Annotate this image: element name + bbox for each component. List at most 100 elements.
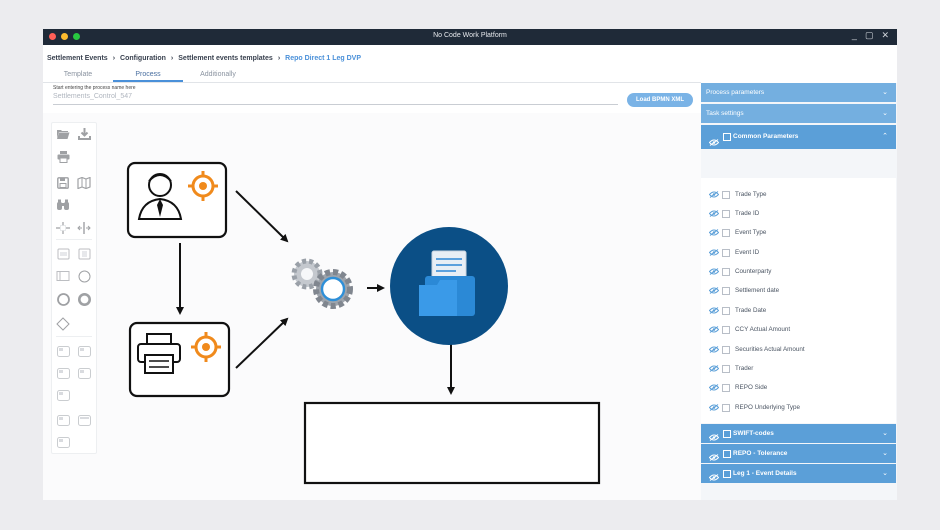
- parameter-label: REPO Side: [735, 384, 768, 391]
- leg1-event-details-header[interactable]: Leg 1 - Event Details ⌄: [701, 464, 896, 483]
- list-item[interactable]: Counterparty: [701, 265, 896, 279]
- tab-process[interactable]: Process: [113, 69, 183, 82]
- parameter-label: Securities Actual Amount: [735, 346, 805, 353]
- process-name-hint: Start entering the process name here: [53, 85, 136, 91]
- list-item[interactable]: Settlement date: [701, 284, 896, 298]
- printer-icon: [137, 333, 181, 374]
- print-task-card[interactable]: [128, 321, 231, 398]
- eye-off-icon[interactable]: [708, 133, 720, 157]
- checkbox[interactable]: [722, 404, 730, 412]
- checkbox[interactable]: [722, 384, 730, 392]
- eye-off-icon[interactable]: [708, 191, 720, 200]
- eye-off-icon[interactable]: [708, 326, 720, 335]
- eye-off-icon[interactable]: [708, 384, 720, 393]
- chevron-down-icon: ⌄: [882, 470, 888, 477]
- folder-circle[interactable]: [390, 227, 508, 345]
- minimize-button[interactable]: _: [851, 30, 857, 40]
- eye-off-icon[interactable]: [708, 287, 720, 296]
- list-item[interactable]: REPO Side: [701, 381, 896, 395]
- repo-tolerance-header[interactable]: REPO - Tolerance ⌄: [701, 444, 896, 463]
- checkbox[interactable]: [722, 287, 730, 295]
- breadcrumb-current: Repo Direct 1 Leg DVP: [285, 55, 362, 62]
- user-icon: [137, 173, 183, 220]
- load-bpmn-button[interactable]: Load BPMN XML: [627, 93, 693, 107]
- breadcrumb-item[interactable]: Settlement events templates: [178, 55, 273, 62]
- list-item[interactable]: Trader: [701, 362, 896, 376]
- list-item[interactable]: CCY Actual Amount: [701, 323, 896, 337]
- empty-task-box[interactable]: [303, 401, 601, 485]
- common-parameters-header[interactable]: Common Parameters ⌃: [701, 125, 896, 149]
- parameter-label: Event Type: [735, 229, 767, 236]
- section-title: Leg 1 - Event Details: [733, 470, 797, 477]
- eye-off-icon[interactable]: [708, 249, 720, 258]
- list-item[interactable]: Trade Date: [701, 304, 896, 318]
- close-button[interactable]: ✕: [881, 30, 889, 40]
- task-settings-header[interactable]: Task settings ⌄: [701, 104, 896, 123]
- minimize-dot[interactable]: [61, 33, 68, 40]
- list-item[interactable]: REPO Underlying Type: [701, 401, 896, 415]
- section-checkbox[interactable]: [723, 133, 731, 141]
- app-window: No Code Work Platform _ ▢ ✕ Settlement E…: [43, 29, 897, 500]
- list-item[interactable]: Trade ID: [701, 207, 896, 221]
- parameter-label: Trader: [735, 365, 754, 372]
- eye-off-icon[interactable]: [708, 404, 720, 413]
- process-name-input[interactable]: Settlements_Control_547: [53, 93, 618, 105]
- eye-off-icon[interactable]: [708, 365, 720, 374]
- breadcrumb-item[interactable]: Settlement Events: [47, 55, 108, 62]
- chevron-down-icon: ⌄: [882, 430, 888, 437]
- parameter-label: CCY Actual Amount: [735, 326, 791, 333]
- traffic-lights: [49, 33, 80, 40]
- process-parameters-header[interactable]: Process parameters ⌄: [701, 83, 896, 102]
- parameter-label: Event ID: [735, 249, 760, 256]
- section-title: Process parameters: [706, 89, 765, 96]
- checkbox[interactable]: [722, 326, 730, 334]
- flow-arrows: [176, 190, 455, 395]
- tab-template[interactable]: Template: [63, 71, 93, 78]
- parameter-label: Trade Type: [735, 191, 767, 198]
- checkbox[interactable]: [722, 210, 730, 218]
- title-bar: No Code Work Platform _ ▢ ✕: [43, 29, 897, 45]
- section-checkbox[interactable]: [723, 450, 731, 458]
- list-item[interactable]: Trade Type: [701, 188, 896, 202]
- section-checkbox[interactable]: [723, 470, 731, 478]
- section-title: REPO - Tolerance: [733, 450, 788, 457]
- window-title: No Code Work Platform: [433, 32, 507, 39]
- list-item[interactable]: Securities Actual Amount: [701, 343, 896, 357]
- section-checkbox[interactable]: [723, 430, 731, 438]
- eye-off-icon[interactable]: [708, 450, 720, 469]
- list-item[interactable]: Event Type: [701, 226, 896, 240]
- eye-off-icon[interactable]: [708, 229, 720, 238]
- chevron-right-icon: ›: [277, 55, 281, 62]
- checkbox[interactable]: [722, 365, 730, 373]
- eye-off-icon[interactable]: [708, 268, 720, 277]
- eye-off-icon[interactable]: [708, 346, 720, 355]
- chevron-right-icon: ›: [170, 55, 174, 62]
- maximize-button[interactable]: ▢: [864, 30, 874, 40]
- maximize-dot[interactable]: [73, 33, 80, 40]
- checkbox[interactable]: [722, 346, 730, 354]
- user-task-card[interactable]: [126, 161, 228, 239]
- breadcrumb-item[interactable]: Configuration: [120, 55, 166, 62]
- swift-codes-header[interactable]: SWIFT-codes ⌄: [701, 424, 896, 443]
- checkbox[interactable]: [722, 268, 730, 276]
- target-icon: [188, 171, 218, 201]
- checkbox[interactable]: [722, 191, 730, 199]
- breadcrumb: Settlement Events › Configuration › Sett…: [47, 55, 361, 62]
- chevron-down-icon: ⌄: [882, 450, 888, 457]
- checkbox[interactable]: [722, 249, 730, 257]
- chevron-down-icon: ⌄: [882, 110, 888, 117]
- checkbox[interactable]: [722, 307, 730, 315]
- list-item[interactable]: Event ID: [701, 246, 896, 260]
- eye-off-icon[interactable]: [708, 307, 720, 316]
- tab-additionally[interactable]: Additionally: [200, 71, 236, 78]
- eye-off-icon[interactable]: [708, 470, 720, 489]
- eye-off-icon[interactable]: [708, 430, 720, 449]
- properties-panel: Process parameters ⌄ Task settings ⌄ Com…: [701, 83, 897, 500]
- parameter-label: Settlement date: [735, 287, 780, 294]
- checkbox[interactable]: [722, 229, 730, 237]
- parameter-label: Trade Date: [735, 307, 767, 314]
- parameter-label: Trade ID: [735, 210, 760, 217]
- parameter-label: REPO Underlying Type: [735, 404, 800, 411]
- close-dot[interactable]: [49, 33, 56, 40]
- eye-off-icon[interactable]: [708, 210, 720, 219]
